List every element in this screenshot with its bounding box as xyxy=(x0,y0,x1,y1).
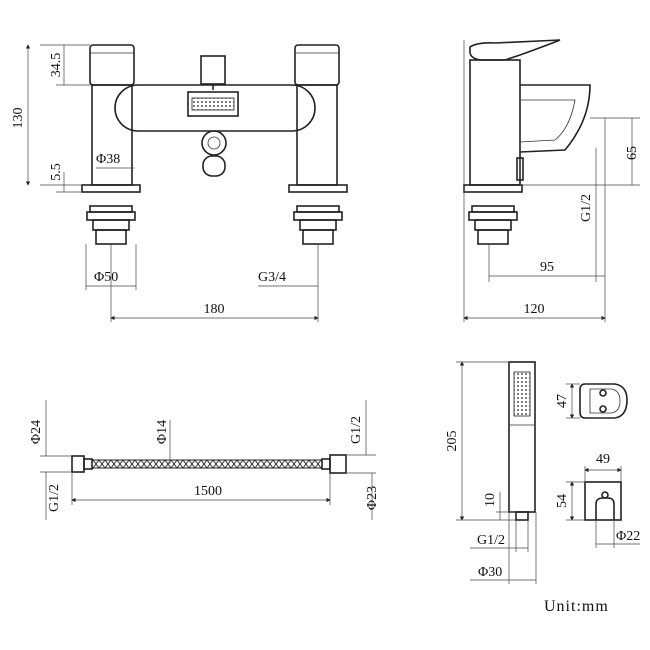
side-body xyxy=(469,59,521,186)
centers-label: 180 xyxy=(204,302,225,317)
hose-right-diameter-label: Φ23 xyxy=(365,486,380,510)
right-column xyxy=(296,84,338,186)
unit-label: Unit:mm xyxy=(544,598,609,615)
handset-view: 205 10 G1/2 Φ30 xyxy=(445,361,537,584)
hose-thread-right-label: G1/2 xyxy=(349,416,364,444)
hose-thread-left-label: G1/2 xyxy=(47,484,62,512)
handset-thread-label: G1/2 xyxy=(477,533,505,548)
right-handle xyxy=(294,44,340,86)
hose-view: Φ24 Φ14 G1/2 1500 G1/2 Φ23 xyxy=(29,400,380,520)
aerator-mesh xyxy=(191,97,235,111)
hose-diameter-label: Φ14 xyxy=(155,420,170,444)
shower-outlet-ring xyxy=(201,130,227,156)
thread-label: G3/4 xyxy=(258,270,286,285)
bracket-screw-bottom xyxy=(599,405,607,413)
reach-label: 95 xyxy=(540,260,554,275)
side-thread-label: G1/2 xyxy=(579,194,594,222)
side-lever xyxy=(469,39,561,61)
bracket-side xyxy=(584,481,622,521)
side-spout xyxy=(519,84,591,153)
hose-braid xyxy=(91,459,323,469)
handset-diameter-label: Φ30 xyxy=(478,565,502,580)
bracket-depth-label: 54 xyxy=(555,494,570,508)
base-height-label: 5.5 xyxy=(49,163,64,181)
bracket-holder xyxy=(595,497,615,520)
hose-length-label: 1500 xyxy=(194,484,222,499)
bracket-height-label: 47 xyxy=(555,394,570,408)
diameter-base-label: Φ50 xyxy=(94,270,118,285)
hose-right-nut xyxy=(329,454,347,474)
handset-connector xyxy=(515,511,529,521)
shower-outlet-nozzle xyxy=(202,155,226,177)
height-total-label: 130 xyxy=(11,108,26,129)
bracket-width-label: 49 xyxy=(596,452,610,467)
wall-bracket-view: 47 49 54 Φ22 xyxy=(555,383,640,548)
handset-length-label: 205 xyxy=(445,431,460,452)
bracket-screw-top xyxy=(599,389,607,397)
spout-height-label: 65 xyxy=(625,146,640,160)
aerator-box xyxy=(187,91,239,117)
diverter-knob xyxy=(200,55,226,85)
handset-face xyxy=(513,371,531,417)
left-column xyxy=(91,84,133,186)
hose-end-diameter-label: Φ24 xyxy=(29,420,44,444)
hose-left-nut xyxy=(71,455,85,473)
left-handle xyxy=(89,44,135,86)
bracket-front xyxy=(579,383,628,419)
handset-end-length-label: 10 xyxy=(483,493,498,507)
bracket-diameter-label: Φ22 xyxy=(616,529,640,544)
depth-label: 120 xyxy=(524,302,545,317)
handle-height-label: 34.5 xyxy=(49,53,64,78)
side-view: 65 G1/2 95 120 xyxy=(463,39,640,322)
diameter-body-label: Φ38 xyxy=(96,152,120,167)
front-view: 130 34.5 Φ38 5.5 Φ50 G3/4 180 xyxy=(11,44,348,322)
